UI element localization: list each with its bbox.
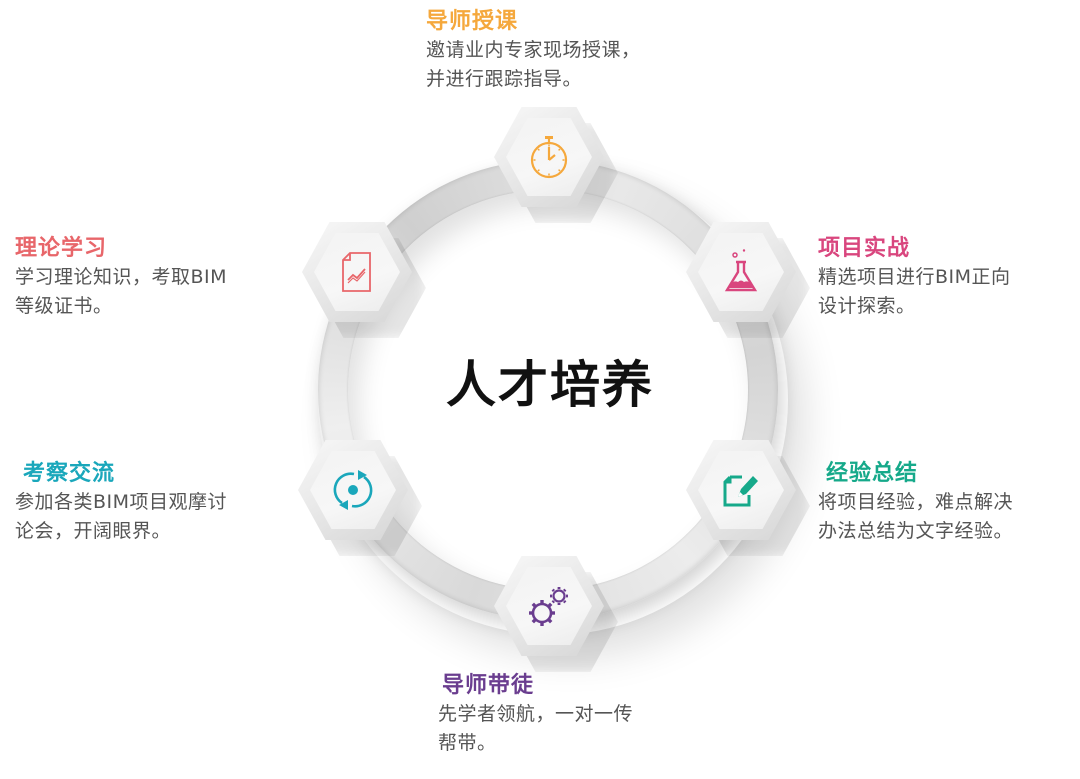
node-desc-line: 参加各类BIM项目观摩讨	[15, 491, 228, 513]
hex-inner	[314, 233, 400, 311]
node-heading: 导师授课	[426, 9, 519, 34]
node-desc-line: 等级证书。	[15, 295, 113, 317]
node-heading: 经验总结	[826, 461, 919, 486]
node-text-theory-study: 理论学习 学习理论知识，考取BIM 等级证书。	[15, 235, 227, 321]
node-desc-line: 先学者领航，一对一传	[438, 703, 634, 725]
node-text-mentor-teaching: 导师授课 邀请业内专家现场授课， 并进行跟踪指导。	[426, 8, 641, 94]
hex-node-theory-study[interactable]	[302, 222, 426, 338]
hex-node-experience-summary[interactable]	[686, 440, 810, 556]
refresh-cycle-icon	[328, 465, 378, 515]
gears-icon	[524, 581, 574, 631]
report-chart-icon	[332, 247, 382, 297]
stopwatch-icon	[524, 132, 574, 182]
hex-node-project-practice[interactable]	[686, 222, 810, 338]
node-desc-line: 学习理论知识，考取BIM	[15, 266, 228, 288]
center-title: 人才培养	[446, 356, 654, 414]
flask-icon	[716, 247, 766, 297]
node-desc-line: 邀请业内专家现场授课，	[426, 39, 641, 61]
node-desc-line: 设计探索。	[818, 295, 916, 317]
node-text-mentor-apprentice: 导师带徒 先学者领航，一对一传 帮带。	[438, 672, 633, 758]
hex-node-inspection-exchange[interactable]	[298, 440, 422, 556]
node-desc-line: 精选项目进行BIM正向	[818, 266, 1011, 288]
node-heading: 导师带徒	[442, 673, 535, 698]
node-text-experience-summary: 经验总结 将项目经验，难点解决 办法总结为文字经验。	[818, 460, 1013, 546]
node-text-project-practice: 项目实战 精选项目进行BIM正向 设计探索。	[818, 235, 1011, 321]
hex-node-mentor-apprentice[interactable]	[494, 556, 618, 672]
inner-circle	[348, 190, 748, 590]
node-desc-line: 论会，开阔眼界。	[15, 520, 172, 542]
document-edit-icon	[716, 465, 766, 515]
node-heading: 项目实战	[818, 236, 911, 261]
node-text-inspection-exchange: 考察交流 参加各类BIM项目观摩讨 论会，开阔眼界。	[15, 460, 227, 546]
node-desc-line: 并进行跟踪指导。	[426, 68, 583, 90]
node-heading: 考察交流	[23, 461, 116, 486]
hex-node-mentor-teaching[interactable]	[494, 107, 618, 223]
node-desc-line: 办法总结为文字经验。	[818, 520, 1014, 542]
node-desc-line: 将项目经验，难点解决	[818, 491, 1014, 513]
node-desc-line: 帮带。	[438, 732, 497, 754]
node-heading: 理论学习	[15, 236, 108, 261]
